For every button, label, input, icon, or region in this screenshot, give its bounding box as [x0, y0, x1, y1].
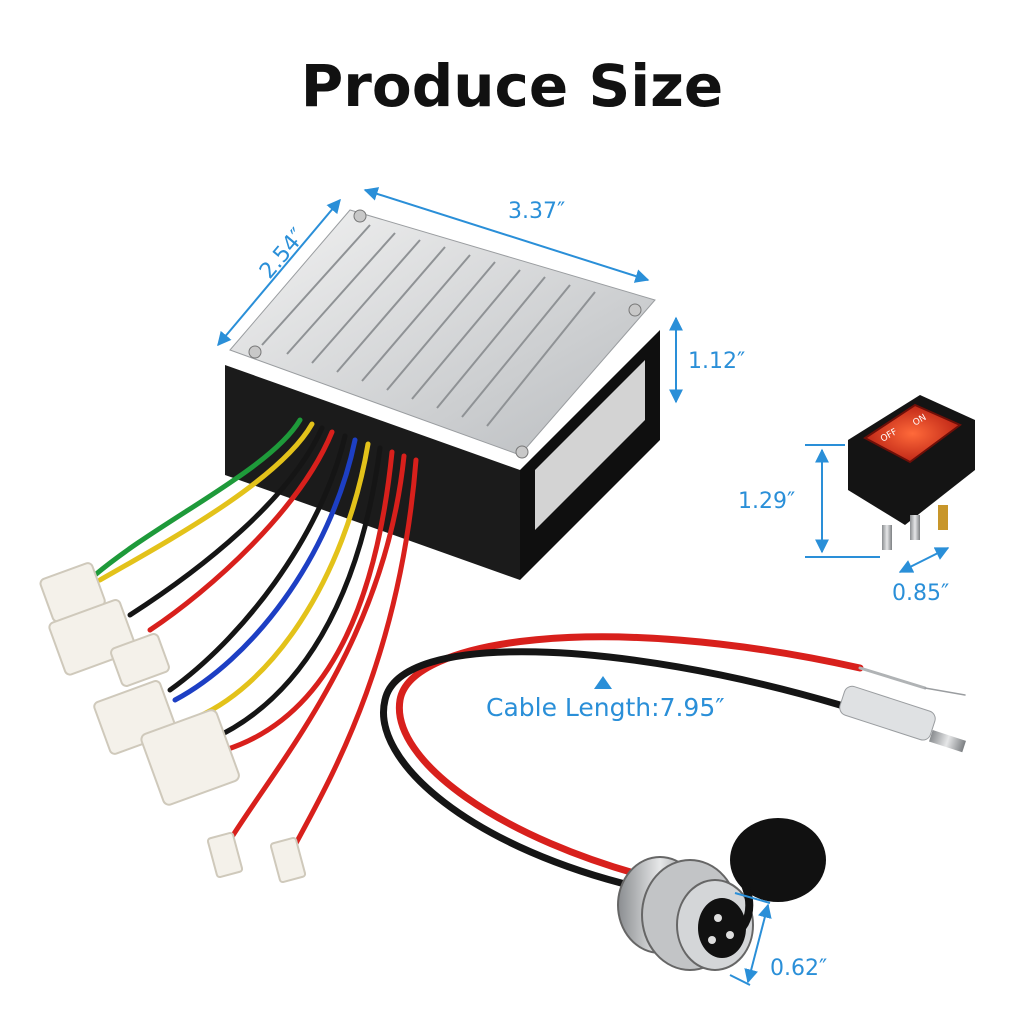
connector-dimension-lines	[729, 892, 772, 986]
switch-width-label: 0.85″	[892, 581, 949, 606]
switch-height-label: 1.29″	[738, 489, 795, 514]
cable-length-label: Cable Length:7.95″	[486, 693, 725, 722]
motor-controller	[225, 209, 660, 580]
charging-cable	[380, 633, 966, 894]
wire-connectors	[39, 562, 307, 884]
controller-dimension-lines	[217, 187, 683, 404]
controller-length-label: 3.37″	[508, 199, 565, 224]
triangle-up-icon	[594, 676, 612, 689]
spec-label	[535, 360, 645, 530]
controller-wires	[92, 417, 419, 848]
switch-dimension-lines	[805, 444, 950, 573]
page-title: Produce Size	[300, 52, 724, 120]
rocker-switch: ON OFF	[848, 395, 975, 550]
aviation-connector	[617, 818, 826, 971]
connector-diameter-label: 0.62″	[770, 956, 827, 981]
spade-terminal	[839, 685, 966, 753]
controller-height-label: 1.12″	[688, 349, 745, 374]
